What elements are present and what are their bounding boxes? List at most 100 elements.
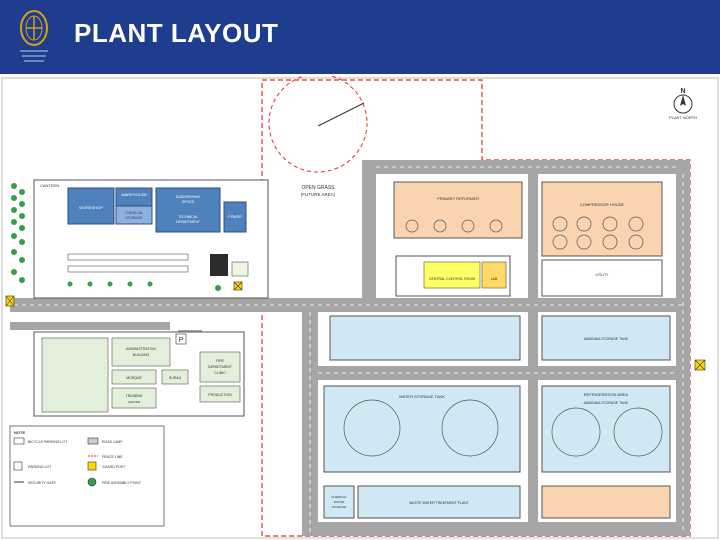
lab-label: LAB bbox=[491, 277, 498, 281]
legend-item: BICYCLE PARKING LOT bbox=[13, 437, 68, 445]
legend-item: PARKING LOT bbox=[13, 461, 52, 471]
power-building bbox=[223, 201, 247, 233]
north-arrow-icon bbox=[673, 94, 693, 114]
process-area-south bbox=[541, 485, 671, 519]
road-south bbox=[318, 522, 690, 536]
legend-box bbox=[9, 425, 165, 527]
legend-item: FENCE LINE bbox=[88, 455, 123, 459]
chemical-waste-storage bbox=[323, 485, 355, 519]
parking-icon: P bbox=[175, 333, 187, 345]
refrigeration-label: REFRIGERATION AREA bbox=[584, 392, 629, 397]
water-treatment-plant bbox=[357, 485, 521, 519]
power-label: POWER bbox=[228, 215, 242, 219]
north-label: N bbox=[680, 88, 685, 95]
water-storage-tanks bbox=[343, 399, 499, 457]
legend-label: SECURITY GATE bbox=[28, 481, 57, 485]
production-building bbox=[199, 385, 241, 403]
engineering-label-2: OFFICE bbox=[182, 200, 195, 204]
workshop-label: WORKSHOP bbox=[79, 205, 103, 210]
fire-dept-label-2: DEPARTMENT bbox=[208, 365, 233, 369]
mosque-label: MOSQUE bbox=[126, 376, 142, 380]
primary-reformer-label: PRIMARY REFORMER bbox=[437, 196, 479, 201]
fire-department bbox=[199, 351, 241, 383]
technical-label-1: TECHNICAL bbox=[178, 215, 198, 219]
ammonia-storage-tanks bbox=[551, 407, 663, 457]
production-label: PRODUCTION bbox=[208, 393, 232, 397]
road-west-upper bbox=[362, 160, 376, 300]
road-mid-upper bbox=[528, 160, 538, 300]
svg-text:P: P bbox=[179, 337, 184, 344]
legend-label: BICYCLE PARKING LOT bbox=[28, 440, 68, 444]
admin-green-area bbox=[41, 337, 109, 413]
storage-area-east bbox=[541, 315, 671, 361]
legend-title: NOTE bbox=[14, 430, 25, 435]
utility-area bbox=[541, 259, 663, 297]
canteen-label: CANTEEN bbox=[40, 183, 59, 188]
guard-house-block bbox=[231, 261, 249, 277]
compressor-units bbox=[552, 216, 644, 250]
open-grass-area bbox=[268, 76, 368, 173]
engineering-label-1: ENGINEERING bbox=[176, 195, 201, 199]
chemical-waste-label-2: WASTE bbox=[334, 500, 345, 504]
road-network bbox=[10, 160, 690, 536]
road-markings bbox=[14, 166, 686, 532]
page-title: PLANT LAYOUT bbox=[74, 18, 279, 48]
road-lamp-icon bbox=[87, 437, 99, 445]
engineering-building bbox=[155, 187, 221, 233]
chemical-waste-label-3: STORAGE bbox=[332, 505, 347, 509]
warehouse-label: WAREHOUSE bbox=[121, 192, 147, 197]
admin-building bbox=[111, 337, 171, 367]
lab-building bbox=[481, 261, 507, 289]
workshop-building bbox=[67, 187, 115, 225]
legend-label: PARKING LOT bbox=[28, 465, 52, 469]
utility-label: UTILITY bbox=[595, 273, 609, 277]
road-north bbox=[362, 160, 690, 174]
water-storage-label: WATER STORAGE TANK bbox=[399, 394, 445, 399]
road-mid-lower bbox=[528, 312, 538, 536]
open-grass-leader-line bbox=[317, 102, 365, 127]
guard-post-icon bbox=[233, 281, 243, 291]
fire-assembly-point-icon bbox=[694, 359, 706, 371]
open-grass-label-1: OPEN GRASS bbox=[301, 185, 335, 191]
parking-icon bbox=[13, 461, 23, 471]
chemical-waste-label-1: CHEMICAL bbox=[331, 495, 347, 499]
compressor-house-label: COMPRESSOR HOUSE bbox=[580, 202, 625, 207]
central-control-room bbox=[423, 261, 481, 289]
guard-post-icon bbox=[87, 461, 97, 471]
header-bar: PLANT LAYOUT bbox=[0, 0, 720, 74]
ammonia-storage-label: AMMONIA STORAGE TANK bbox=[584, 401, 629, 405]
legend-label: ROAD LAMP bbox=[102, 440, 123, 444]
storage-area-west bbox=[329, 315, 521, 361]
plant-layout-diagram: OPEN GRASS (FUTURE AREA) N PLANT NORTH C… bbox=[1, 76, 719, 539]
chemical-storage-building bbox=[115, 205, 153, 225]
fire-assembly-point-icon bbox=[87, 477, 97, 487]
central-control-label: CENTRAL CONTROL ROOM bbox=[429, 277, 475, 281]
road-west-access bbox=[10, 322, 170, 330]
surau-building bbox=[161, 369, 189, 385]
fire-dept-label-1: FIRE bbox=[216, 359, 225, 363]
ammonia-storage-label-east: AMMONIA STORAGE TANK bbox=[584, 337, 629, 341]
north-sub-label: PLANT NORTH bbox=[669, 115, 697, 120]
primary-reformer-area bbox=[393, 181, 523, 239]
fire-dept-label-3: CLINIC bbox=[214, 371, 226, 375]
chemical-storage-label-1: CHEMICAL bbox=[125, 211, 143, 215]
open-grass-label-2: (FUTURE AREA) bbox=[301, 192, 336, 197]
water-treatment-label: WASTE WATER TREATMENT PLANT bbox=[409, 501, 470, 505]
security-gate-icon bbox=[5, 295, 15, 307]
training-label-1: TRAINING bbox=[126, 394, 143, 398]
road-east bbox=[676, 160, 690, 536]
legend-item: ROAD LAMP bbox=[87, 437, 123, 445]
university-logo-icon bbox=[20, 10, 48, 62]
tree-icon bbox=[11, 183, 221, 291]
compressor-house-area bbox=[541, 181, 663, 257]
admin-label-2: BUILDING bbox=[133, 353, 150, 357]
chemical-storage-label-2: STORAGE bbox=[125, 216, 143, 220]
technical-label-2: DEPARTMENT bbox=[176, 220, 201, 224]
legend-label: FIRE ASSEMBLY POINT bbox=[102, 481, 142, 485]
legend-label: GUARD POST bbox=[102, 465, 126, 469]
legend-item: GUARD POST bbox=[87, 461, 126, 471]
legend-item: FIRE ASSEMBLY POINT bbox=[87, 477, 142, 487]
parking-strip-2 bbox=[67, 265, 189, 273]
parking-strip-1 bbox=[67, 253, 189, 261]
reformer-units bbox=[405, 219, 503, 233]
